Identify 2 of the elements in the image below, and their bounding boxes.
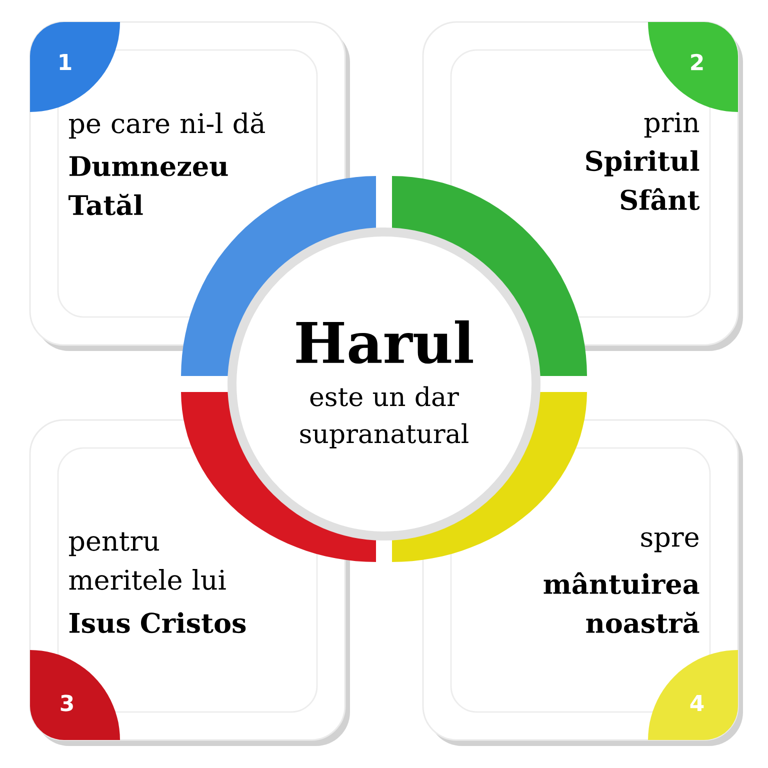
subtitle: este un dar supranatural [300, 386, 468, 448]
heading: Harul [296, 320, 473, 364]
